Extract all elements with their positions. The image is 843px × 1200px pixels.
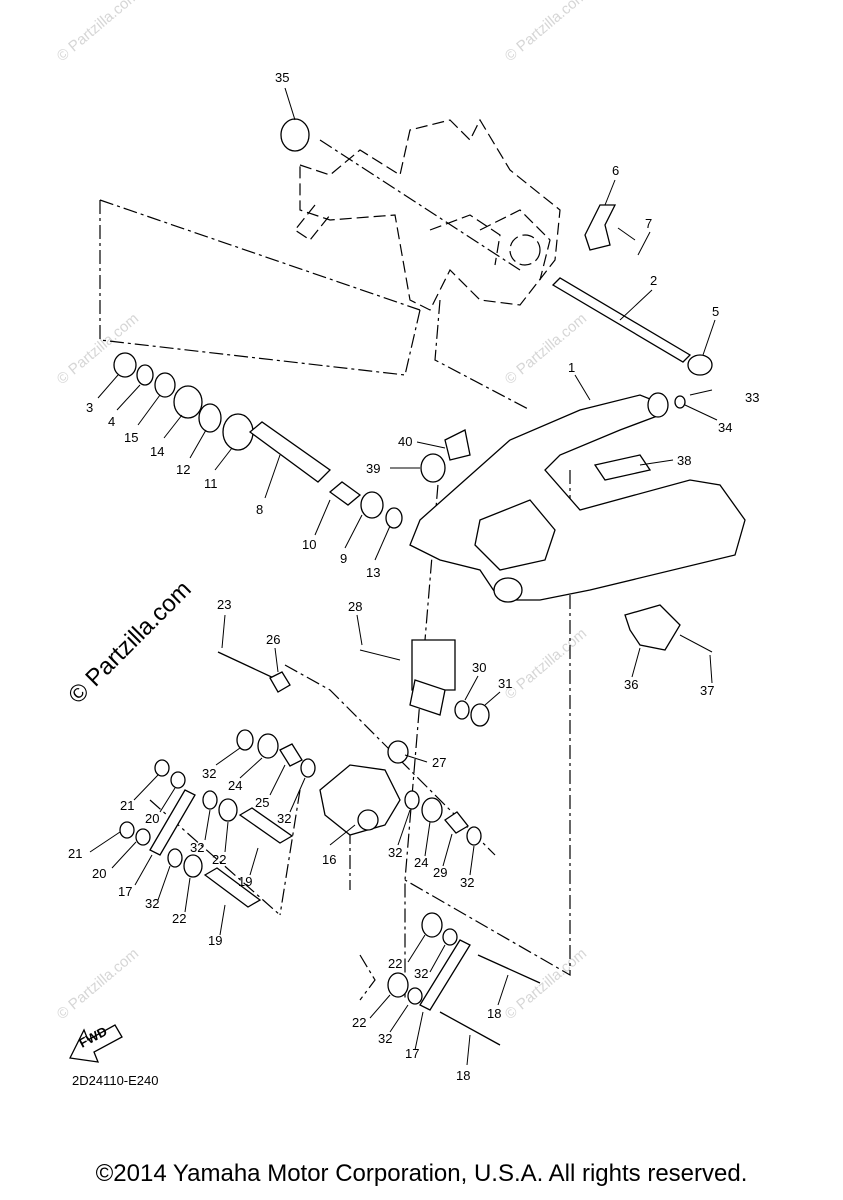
callout-19: 19 xyxy=(208,933,222,948)
callout-32: 32 xyxy=(277,811,291,826)
callout-29: 29 xyxy=(433,865,447,880)
collar-part xyxy=(248,421,332,483)
callout-12: 12 xyxy=(176,462,190,477)
callout-1: 1 xyxy=(568,360,575,375)
shock-absorber-part xyxy=(411,639,456,691)
callout-24: 24 xyxy=(414,855,428,870)
callout-10: 10 xyxy=(302,537,316,552)
callout-6: 6 xyxy=(612,163,619,178)
callout-37: 37 xyxy=(700,683,714,698)
callout-20: 20 xyxy=(92,866,106,881)
callout-20: 20 xyxy=(145,811,159,826)
callout-28: 28 xyxy=(348,599,362,614)
callout-17: 17 xyxy=(405,1046,419,1061)
callout-24: 24 xyxy=(228,778,242,793)
callout-32: 32 xyxy=(414,966,428,981)
callout-11: 11 xyxy=(204,476,218,491)
callout-30: 30 xyxy=(472,660,486,675)
diagram-code: 2D24110-E240 xyxy=(72,1073,159,1088)
watermark: © Partzilla.com xyxy=(54,0,142,65)
fwd-arrow-icon xyxy=(69,1024,123,1063)
callout-22: 22 xyxy=(352,1015,366,1030)
callout-38: 38 xyxy=(677,453,691,468)
callout-32: 32 xyxy=(202,766,216,781)
cap-part xyxy=(280,118,310,152)
callout-5: 5 xyxy=(712,304,719,319)
callout-32: 32 xyxy=(378,1031,392,1046)
callout-4: 4 xyxy=(108,414,115,429)
guard-part xyxy=(624,604,681,651)
callout-9: 9 xyxy=(340,551,347,566)
swingarm-part xyxy=(409,394,746,601)
callout-3: 3 xyxy=(86,400,93,415)
parts: FWD xyxy=(69,118,746,1063)
callout-17: 17 xyxy=(118,884,132,899)
callout-21: 21 xyxy=(120,798,134,813)
frame-ghost xyxy=(294,118,561,311)
callout-36: 36 xyxy=(624,677,638,692)
nut-part xyxy=(687,354,713,376)
callout-32: 32 xyxy=(145,896,159,911)
bracket-part xyxy=(584,204,617,251)
watermark: © Partzilla.com xyxy=(502,310,590,388)
leader-lines xyxy=(89,87,718,1066)
callout-8: 8 xyxy=(256,502,263,517)
callout-22: 22 xyxy=(212,852,226,867)
callout-19: 19 xyxy=(238,874,252,889)
callout-16: 16 xyxy=(322,852,336,867)
callout-labels: 35 6 7 2 5 1 33 34 3 4 15 14 12 11 8 10 … xyxy=(68,70,759,1083)
callout-32: 32 xyxy=(190,840,204,855)
callout-18: 18 xyxy=(487,1006,501,1021)
callout-2: 2 xyxy=(650,273,657,288)
callout-26: 26 xyxy=(266,632,280,647)
callout-35: 35 xyxy=(275,70,289,85)
callout-13: 13 xyxy=(366,565,380,580)
callout-32: 32 xyxy=(388,845,402,860)
link-plate-part xyxy=(419,939,471,1011)
watermark: © Partzilla.com xyxy=(54,945,142,1023)
callout-31: 31 xyxy=(498,676,512,691)
callout-21: 21 xyxy=(68,846,82,861)
callout-15: 15 xyxy=(124,430,138,445)
watermark: © Partzilla.com xyxy=(502,945,590,1023)
callout-27: 27 xyxy=(432,755,446,770)
callout-34: 34 xyxy=(718,420,732,435)
callout-25: 25 xyxy=(255,795,269,810)
watermark-main: © Partzilla.com xyxy=(63,576,196,709)
callout-40: 40 xyxy=(398,434,412,449)
callout-23: 23 xyxy=(217,597,231,612)
watermark: © Partzilla.com xyxy=(502,0,590,65)
callout-22: 22 xyxy=(388,956,402,971)
callout-18: 18 xyxy=(456,1068,470,1083)
callout-32: 32 xyxy=(460,875,474,890)
nut-part xyxy=(113,352,137,378)
link-plate-part xyxy=(149,789,196,856)
callout-14: 14 xyxy=(150,444,164,459)
pivot-shaft-part xyxy=(551,277,692,363)
relay-arm-part xyxy=(319,764,401,836)
watermark: © Partzilla.com xyxy=(502,625,590,703)
callout-33: 33 xyxy=(745,390,759,405)
callout-22: 22 xyxy=(172,911,186,926)
callout-39: 39 xyxy=(366,461,380,476)
copyright-notice: ©2014 Yamaha Motor Corporation, U.S.A. A… xyxy=(95,1160,748,1187)
callout-7: 7 xyxy=(645,216,652,231)
